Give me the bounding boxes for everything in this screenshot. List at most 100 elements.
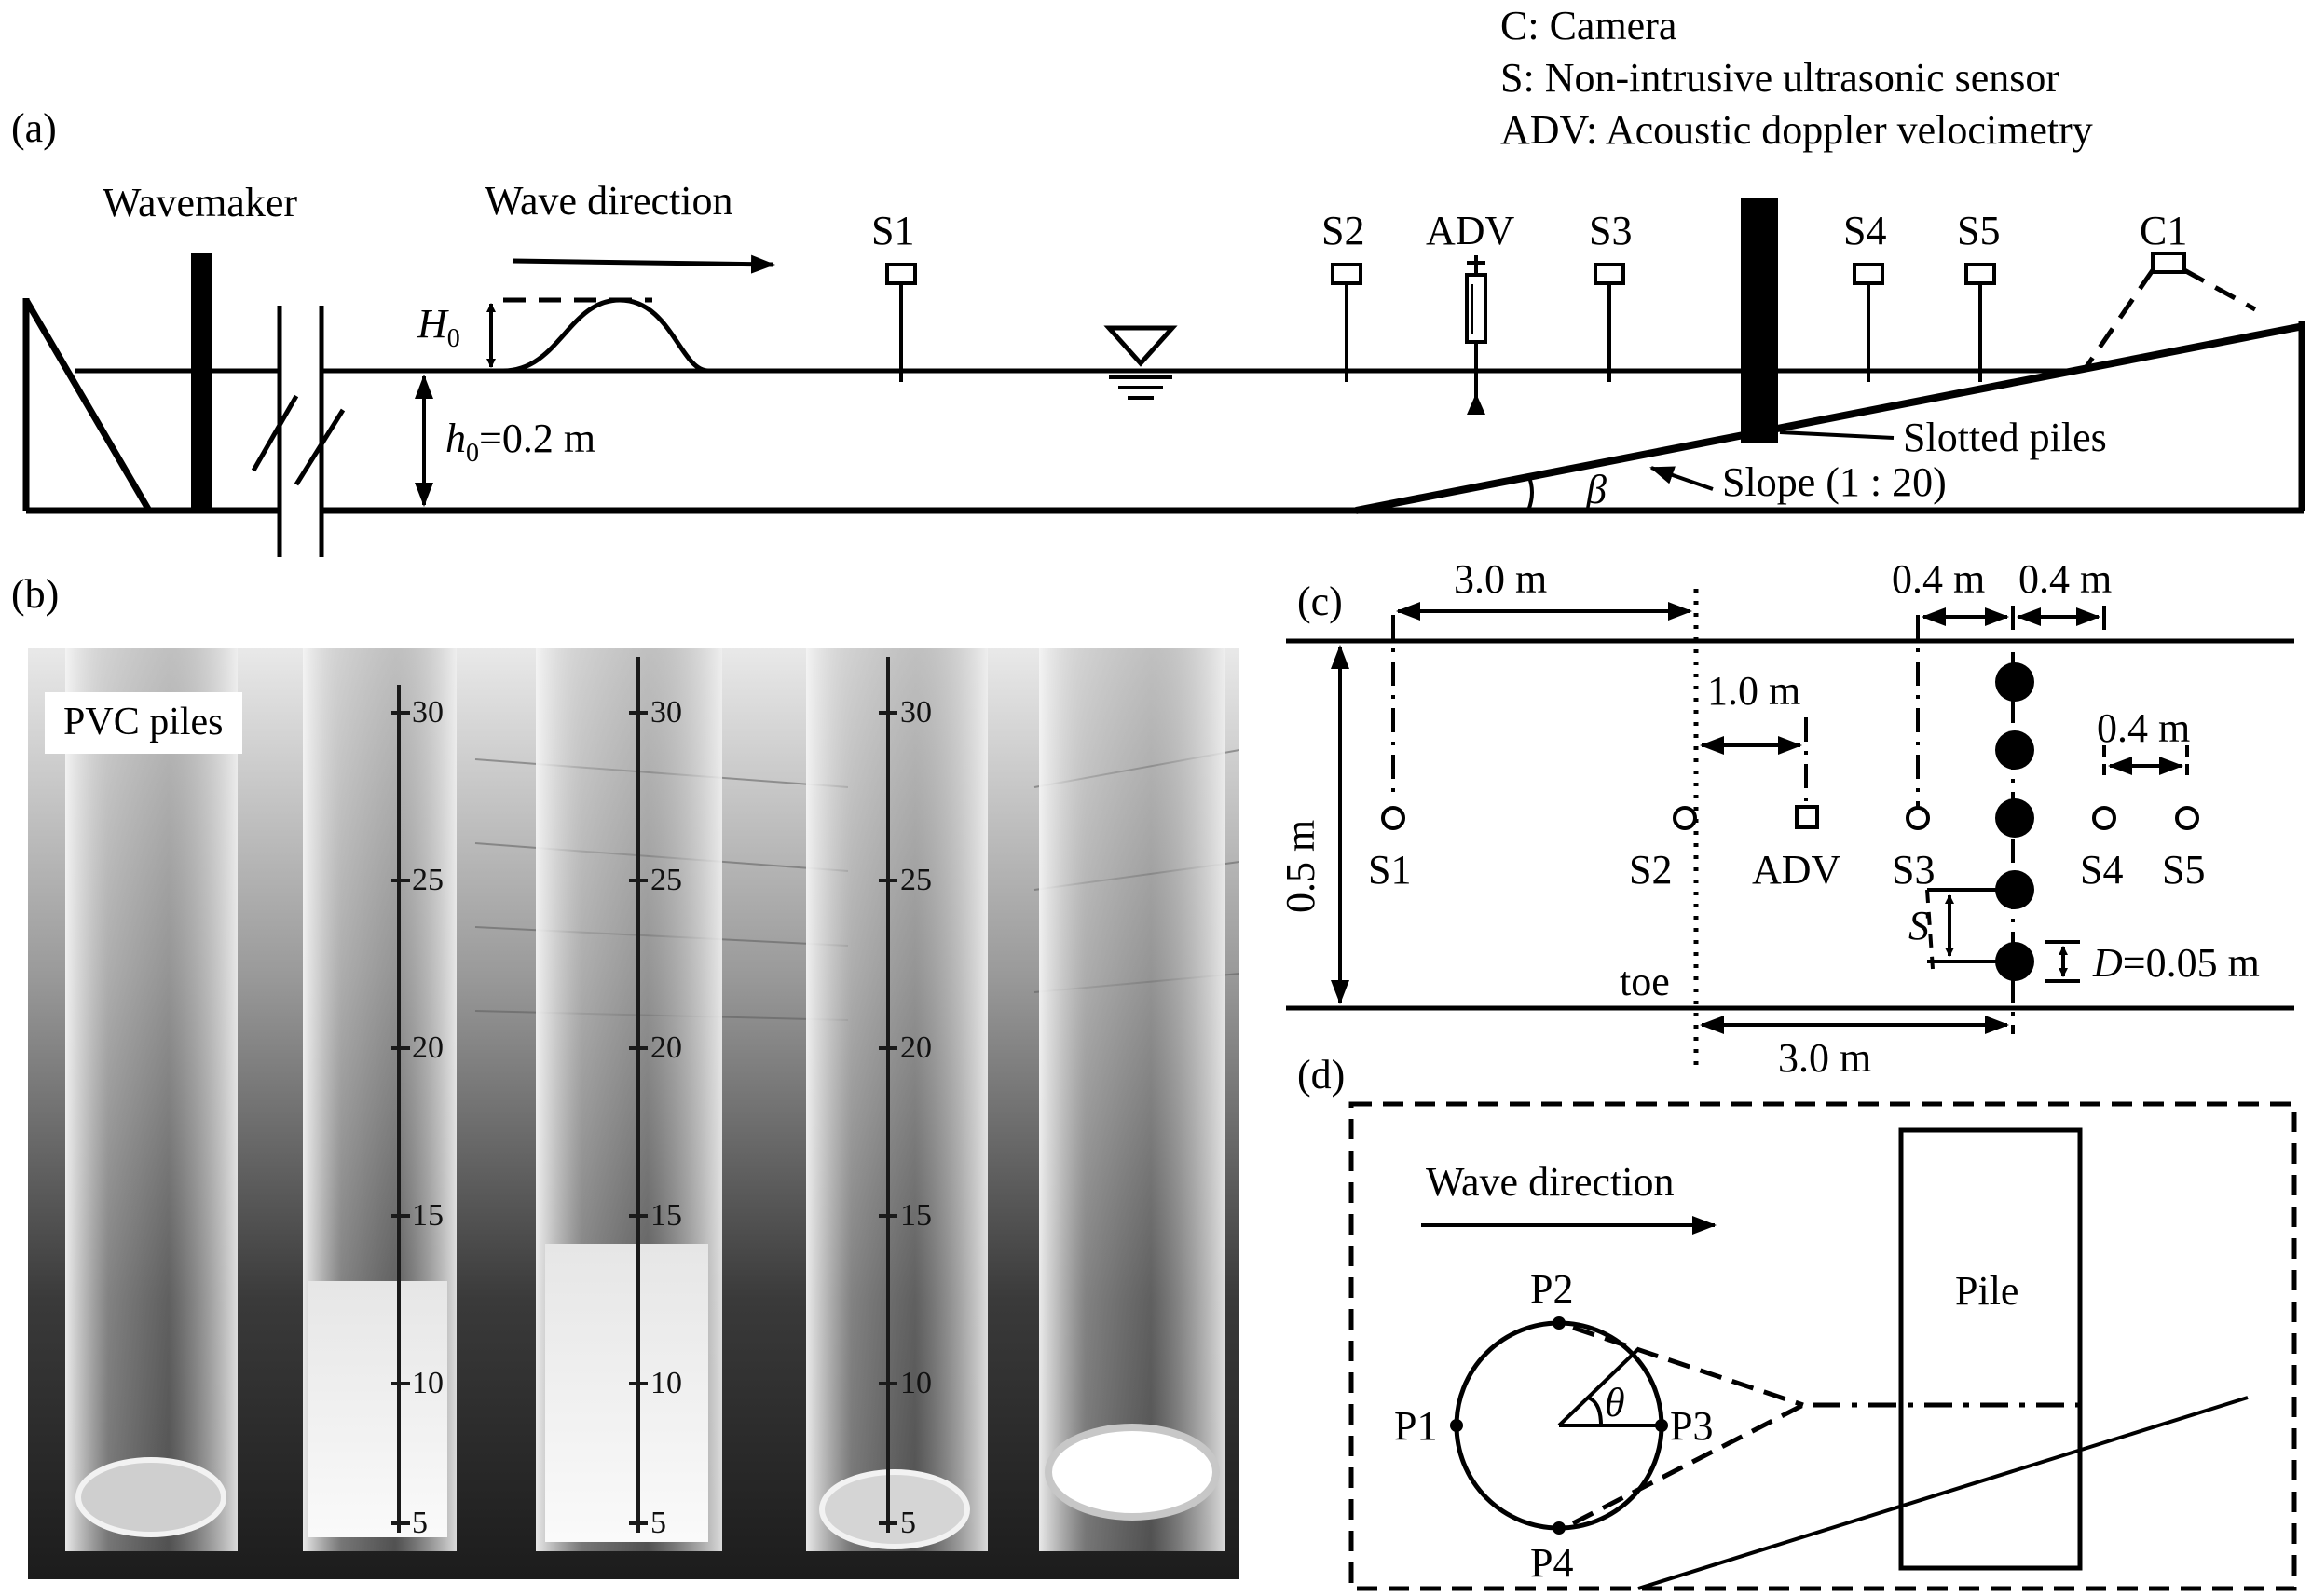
- camera-c1: C1: [2083, 208, 2257, 370]
- dim-s1-s2-label: 3.0 m: [1454, 556, 1547, 602]
- detail-dashed-frame: [1348, 1101, 2297, 1591]
- plan-s3-label: S3: [1892, 847, 1935, 893]
- slotted-piles-label: Slotted piles: [1903, 415, 2107, 460]
- adv-label: ADV: [1426, 208, 1515, 253]
- detail-pile-label: Pile: [1955, 1268, 2018, 1314]
- scale-numbers-1: 30 25 20 15 10 5: [412, 695, 444, 1540]
- point-p4-label: P4: [1530, 1540, 1573, 1586]
- plan-s1-label: S1: [1368, 847, 1411, 893]
- slotted-pile: [1741, 198, 1778, 443]
- plan-sensor-s1: [1381, 806, 1405, 830]
- scale-ruler-2: [629, 657, 648, 1533]
- plan-s2-label: S2: [1629, 847, 1672, 893]
- spacing-label: S: [1908, 903, 1929, 948]
- break-slash-2: [294, 408, 346, 486]
- wavemaker-diagonal: [22, 298, 153, 512]
- svg-text:5: 5: [412, 1506, 428, 1540]
- point-p4: [1553, 1521, 1566, 1535]
- svg-text:10: 10: [650, 1366, 682, 1400]
- svg-text:25: 25: [900, 863, 932, 897]
- plan-sensor-s4: [2092, 806, 2116, 830]
- point-p1: [1450, 1419, 1463, 1432]
- svg-text:10: 10: [900, 1366, 932, 1400]
- legend-sensor: S: Non-intrusive ultrasonic sensor: [1500, 55, 2059, 101]
- plan-sensor-s2: [1673, 806, 1697, 830]
- detail-tangent-bottom: [1571, 1402, 1805, 1526]
- svg-text:20: 20: [900, 1030, 932, 1065]
- pvc-pile-3: [536, 648, 722, 1551]
- wavemaker-paddle: [191, 253, 212, 512]
- slope-pointer: [1649, 466, 1714, 491]
- slope-line: [1355, 322, 2305, 514]
- plan-s4-label: S4: [2080, 847, 2123, 893]
- adv-probe: ADV: [1426, 208, 1515, 415]
- panel-d-pile-detail: (d) Wave direction Pile θ P1 P2 P3 P4: [1297, 1052, 2297, 1591]
- pvc-piles-label: PVC piles: [45, 692, 242, 754]
- svg-text:30: 30: [900, 695, 932, 730]
- pvc-pile-4: [806, 648, 988, 1551]
- sensor-s5-label: S5: [1957, 208, 2000, 253]
- theta-arc: [1587, 1396, 1603, 1426]
- wavemaker-label: Wavemaker: [103, 180, 297, 225]
- point-p3: [1655, 1419, 1668, 1432]
- point-p2-label: P2: [1530, 1266, 1573, 1312]
- sensor-s3-label: S3: [1589, 208, 1632, 253]
- scale-ruler-3: [879, 657, 897, 1533]
- dim-s2-adv-label: 1.0 m: [1707, 668, 1800, 714]
- pvc-piles-photo: 30 25 20 15 10 5 30 25 20 15 10 5 30 25 …: [28, 648, 1239, 1579]
- scale-numbers-2: 30 25 20 15 10 5: [650, 695, 682, 1540]
- panel-label-d: (d): [1297, 1052, 1345, 1098]
- toe-label: toe: [1620, 959, 1670, 1004]
- diameter-label: D=0.05 m: [2092, 940, 2260, 986]
- plan-pile-1: [1995, 662, 2034, 702]
- solitary-wave: [502, 297, 709, 374]
- sensor-s4: S4: [1843, 208, 1886, 382]
- point-p1-label: P1: [1394, 1403, 1437, 1449]
- panel-c-plan-view: (c) 0.5 m 3.0 m 0.4 m 0.4 m 1.0 m 0.4 m …: [1278, 556, 2294, 1081]
- sensor-s2: S2: [1321, 208, 1364, 382]
- detail-slope: [1637, 1396, 2249, 1590]
- plan-adv: [1795, 805, 1819, 829]
- piles-pointer: [1779, 430, 1895, 440]
- dim-s4-s5-label: 0.4 m: [2097, 705, 2190, 751]
- wave-direction-label: Wave direction: [485, 178, 732, 224]
- wave-height-label: H0: [417, 301, 460, 353]
- svg-text:25: 25: [650, 863, 682, 897]
- depth-label: h0=0.2 m: [445, 416, 595, 468]
- svg-text:15: 15: [900, 1198, 932, 1233]
- water-level-triangle: [1103, 325, 1178, 367]
- width-label: 0.5 m: [1278, 820, 1323, 913]
- legend-adv: ADV: Acoustic doppler velocimetry: [1500, 107, 2093, 153]
- wave-direction-arrow: [512, 254, 775, 274]
- svg-text:25: 25: [412, 863, 444, 897]
- plan-pile-3: [1995, 798, 2034, 838]
- beta-arc: [1526, 474, 1534, 512]
- plan-adv-label: ADV: [1752, 847, 1841, 893]
- svg-text:5: 5: [650, 1506, 666, 1540]
- svg-text:5: 5: [900, 1506, 916, 1540]
- detail-wave-direction-label: Wave direction: [1426, 1159, 1674, 1205]
- plan-sensor-s3: [1906, 806, 1930, 830]
- pvc-pile-2: [303, 648, 457, 1551]
- panel-label-c: (c): [1297, 579, 1343, 624]
- plan-sensor-s5: [2175, 806, 2199, 830]
- slope-label: Slope (1 : 20): [1722, 459, 1947, 505]
- beta-label: β: [1585, 467, 1607, 512]
- sensor-s3: S3: [1589, 208, 1632, 382]
- detail-tangent-top: [1572, 1325, 1804, 1408]
- svg-text:10: 10: [412, 1366, 444, 1400]
- panel-a-flume-side-view: (a) C: Camera S: Non-intrusive ultrasoni…: [11, 3, 2305, 557]
- panel-label-a: (a): [11, 105, 57, 151]
- dim-s3-piles-label: 0.4 m: [1892, 556, 1985, 602]
- sensor-s1-label: S1: [871, 208, 914, 253]
- svg-text:15: 15: [650, 1198, 682, 1233]
- svg-text:30: 30: [650, 695, 682, 730]
- sensor-s5: S5: [1957, 208, 2000, 382]
- detail-radius-angled: [1557, 1347, 1640, 1427]
- dim-toe-piles-label: 3.0 m: [1778, 1035, 1871, 1081]
- svg-text:20: 20: [650, 1030, 682, 1065]
- legend-camera: C: Camera: [1500, 3, 1676, 48]
- detail-pile: [1898, 1127, 2083, 1571]
- scale-numbers-3: 30 25 20 15 10 5: [900, 695, 932, 1540]
